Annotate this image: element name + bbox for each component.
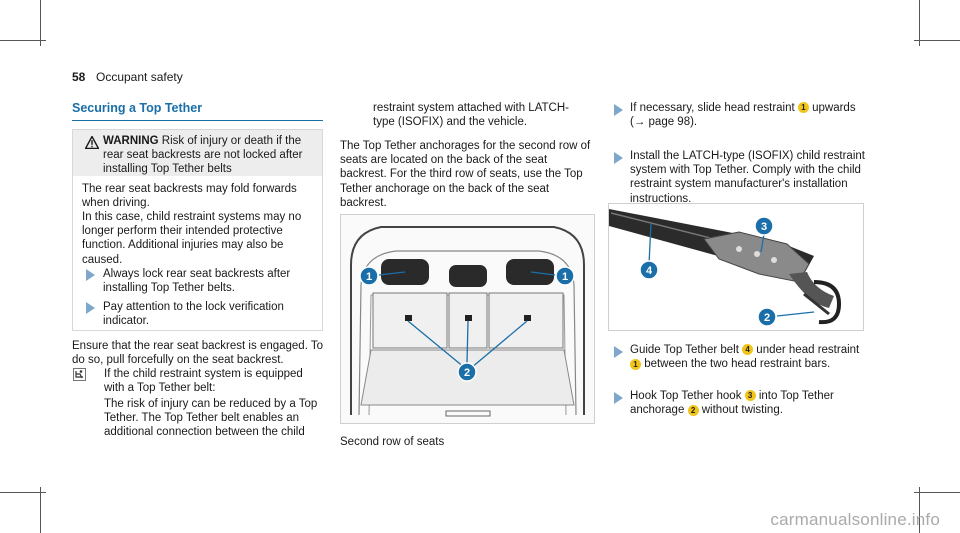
warning-paragraph: In this case, child restraint systems ma…: [82, 211, 302, 266]
watermark: carmanualsonline.info: [770, 509, 940, 529]
callout-1-left: [359, 266, 379, 286]
warning-bullet: Always lock rear seat backrests after in…: [103, 268, 291, 295]
warning-header: WARNING Risk of injury or death if the r…: [73, 130, 322, 176]
trunk-figure: 1 1 2: [340, 214, 595, 424]
callout-1-left-label: 1: [366, 271, 372, 283]
crop-mark: [0, 40, 46, 41]
warning-triangle-icon: [85, 136, 99, 149]
callout-3: [754, 216, 774, 236]
bullet-arrow-icon: [614, 392, 623, 404]
warning-box: WARNING Risk of injury or death if the r…: [72, 129, 323, 331]
callout-2-label: 2: [464, 367, 470, 379]
instruction-text: upwards (→ page 98).: [630, 102, 856, 129]
crop-mark: [914, 40, 960, 41]
instruction-text: under head restraint: [753, 344, 860, 356]
bullet-arrow-icon: [86, 302, 95, 314]
bullet-arrow-icon: [86, 269, 95, 281]
crop-mark: [919, 487, 920, 533]
warning-paragraph: The rear seat backrests may fold forward…: [82, 183, 297, 210]
bullet-arrow-icon: [614, 152, 623, 164]
instruction-bullet: Install the LATCH-type (ISOFIX) child re…: [630, 150, 865, 205]
callout-2: [457, 362, 477, 382]
instruction-bullet: Hook Top Tether hook 3 into Top Tether a…: [630, 389, 866, 417]
crop-mark: [40, 0, 41, 46]
instruction-text: Hook Top Tether hook: [630, 390, 745, 402]
instruction-text: into Top Tether anchorage: [630, 390, 834, 417]
instruction-text: If necessary, slide head restraint: [630, 102, 798, 114]
body-paragraph: Ensure that the rear seat backrest is en…: [72, 340, 324, 367]
figure-caption: Second row of seats: [340, 436, 445, 448]
crop-mark: [40, 487, 41, 533]
child-seat-icon: [73, 368, 86, 381]
instruction-bullet: If necessary, slide head restraint 1 upw…: [630, 101, 865, 129]
instruction-text: Guide Top Tether belt: [630, 344, 743, 356]
running-header: Occupant safety: [96, 70, 183, 84]
callout-4-inline: 4: [742, 344, 754, 356]
note-text: If the child restraint system is equippe…: [104, 368, 303, 395]
callout-3-inline: 3: [744, 390, 756, 402]
instruction-bullet: Guide Top Tether belt 4 under head restr…: [630, 343, 866, 371]
title-rule: [72, 120, 323, 121]
crop-mark: [919, 0, 920, 46]
body-paragraph: The Top Tether anchorages for the second…: [340, 140, 591, 209]
warning-bullet: Pay attention to the lock verification i…: [103, 301, 284, 328]
warning-headline: WARNING Risk of injury or death if the r…: [103, 134, 313, 177]
callout-4-label: 4: [646, 265, 653, 277]
bullet-arrow-icon: [614, 104, 623, 116]
crop-mark: [0, 492, 46, 493]
callout-4: [639, 260, 659, 280]
callout-1-inline: 1: [630, 358, 641, 370]
callout-2: [757, 307, 777, 327]
warning-label: WARNING: [103, 135, 159, 147]
note-text: The risk of injury can be reduced by a T…: [104, 398, 318, 439]
callout-1-inline: 1: [797, 102, 809, 114]
trunk-illustration: 1 1 2: [341, 215, 594, 423]
callout-1-right-label: 1: [562, 271, 568, 283]
callout-2-inline: 2: [687, 404, 699, 416]
instruction-text: without twisting.: [698, 404, 783, 417]
section-title: Securing a Top Tether: [72, 101, 203, 115]
page-number: 58: [72, 70, 86, 84]
callout-3-label: 3: [761, 221, 767, 233]
instruction-text: between the two head restraint bars.: [641, 358, 831, 371]
callout-1-right: [555, 266, 575, 286]
tether-hook-figure: 4 3 2: [608, 203, 864, 331]
warning-headline-text: Risk of injury or death if the rear seat…: [103, 135, 303, 176]
bullet-arrow-icon: [614, 346, 623, 358]
crop-mark: [914, 492, 960, 493]
tether-hook-illustration: 4 3 2: [609, 204, 863, 330]
callout-2-label: 2: [764, 312, 770, 324]
body-paragraph: restraint system attached with LATCH-typ…: [373, 102, 569, 129]
